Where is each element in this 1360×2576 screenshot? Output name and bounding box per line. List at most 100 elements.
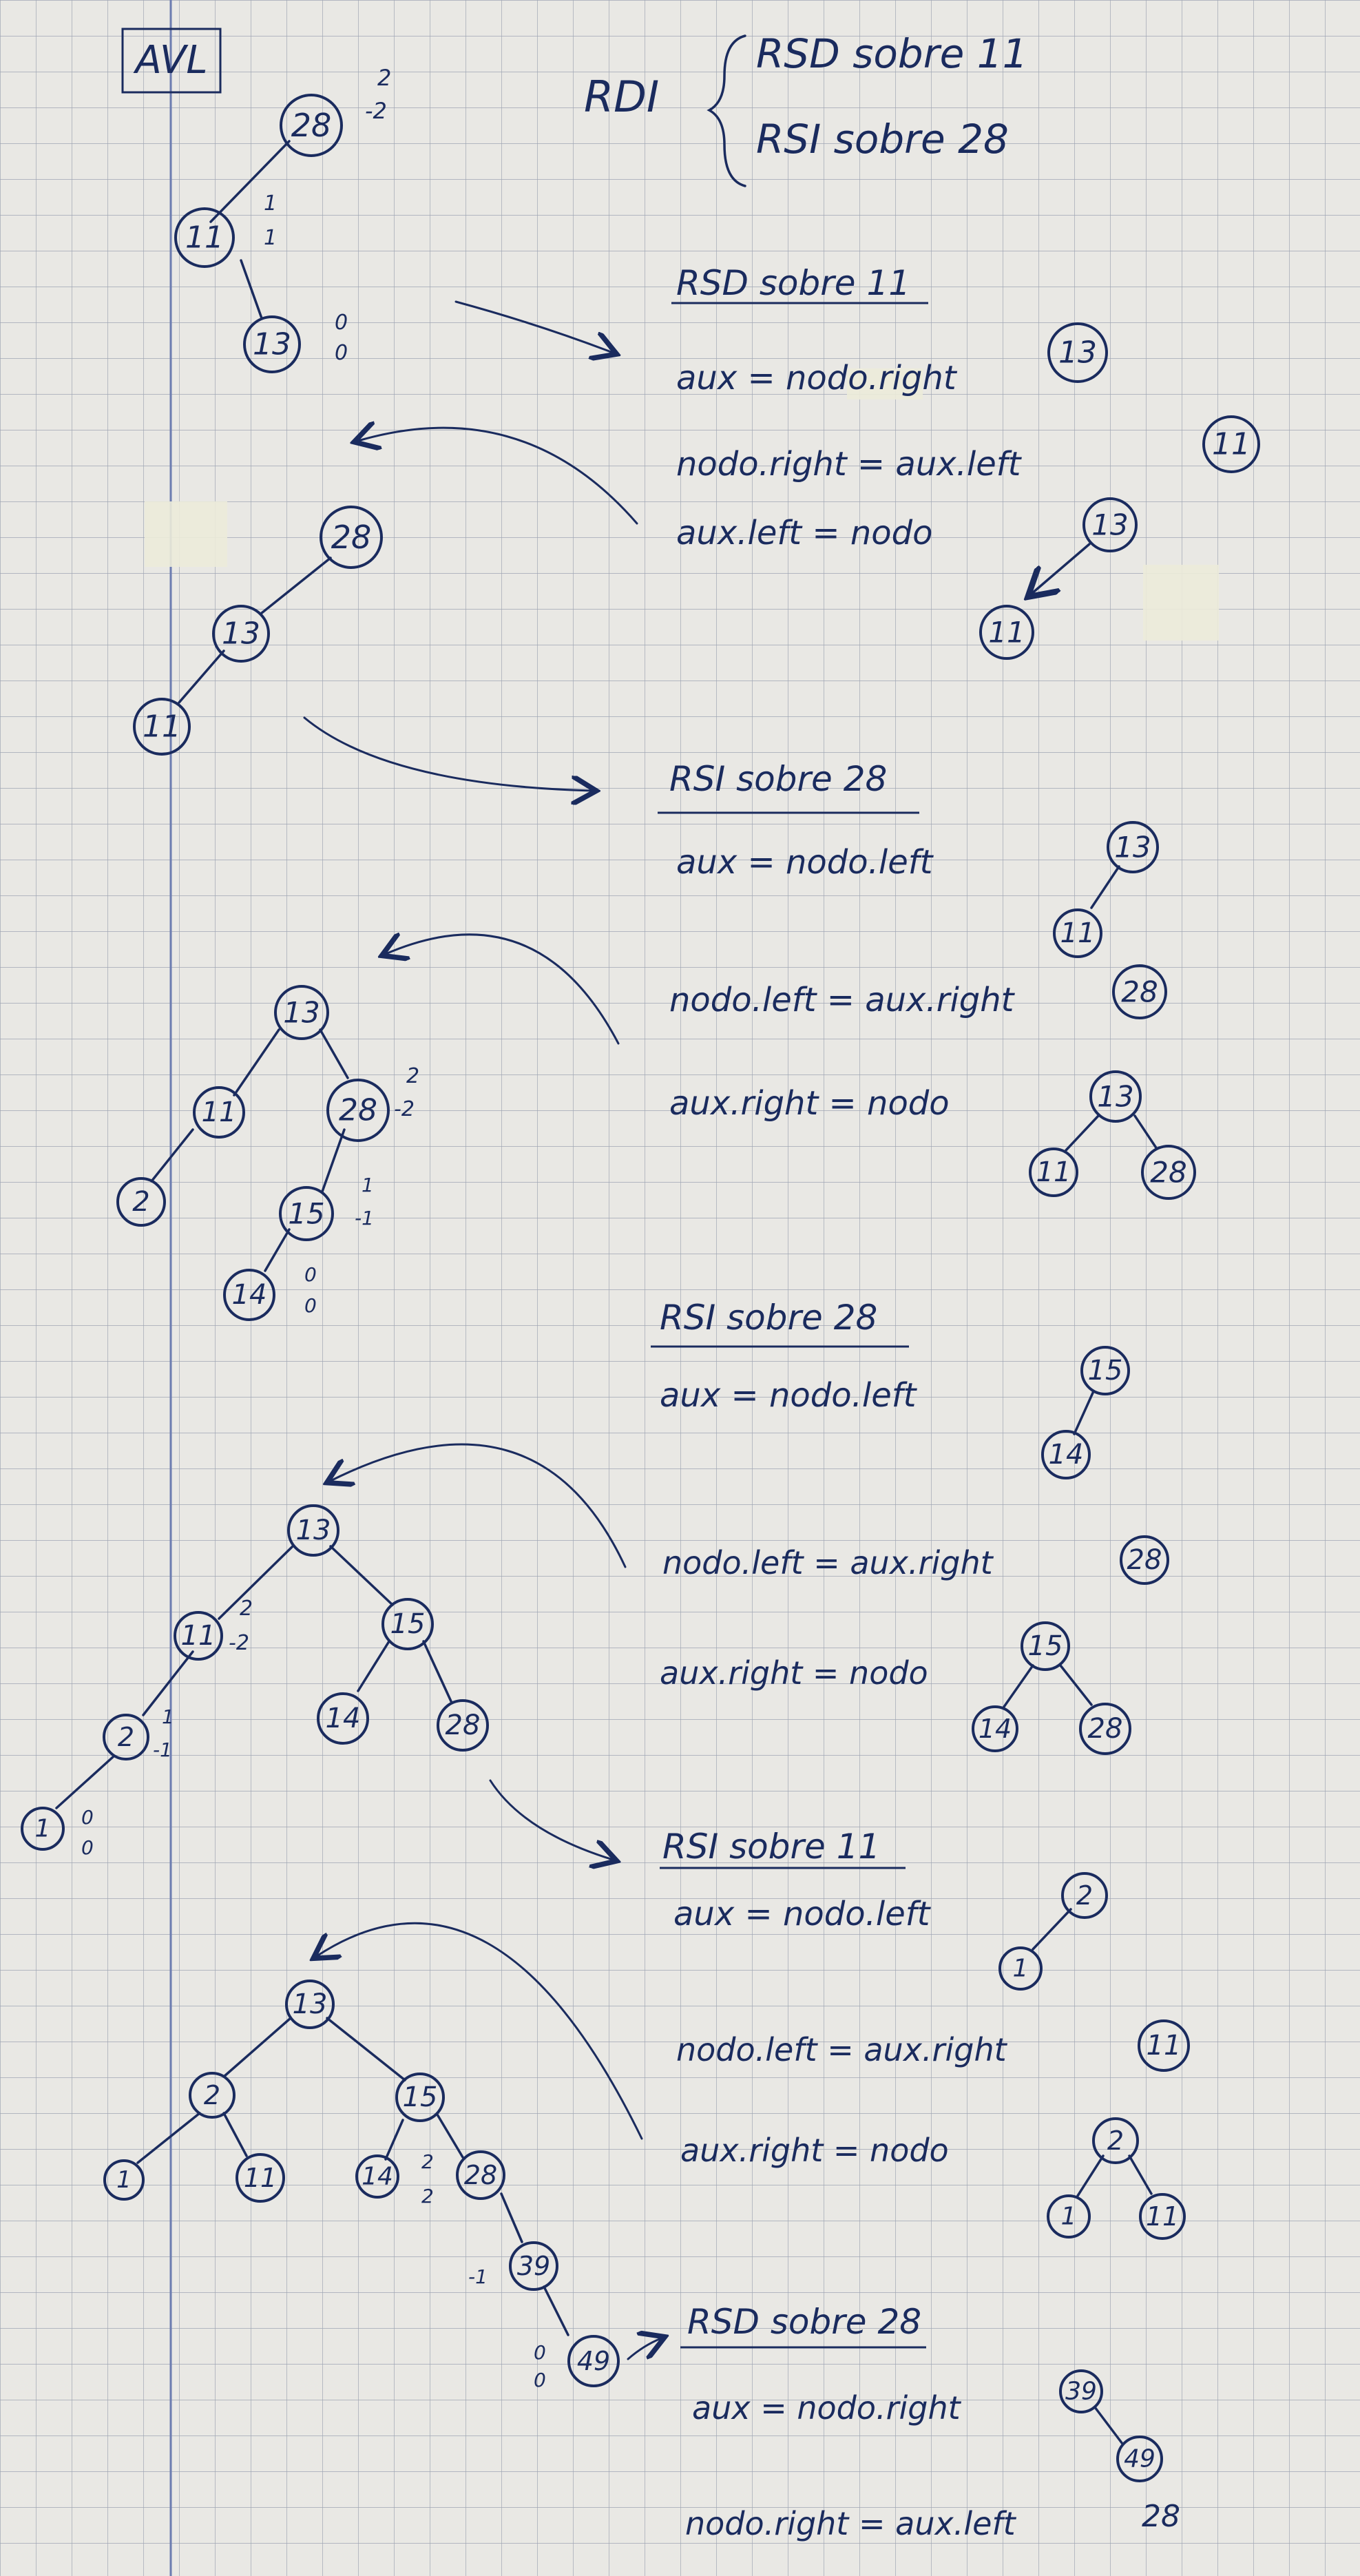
tree-node: 15 xyxy=(279,1186,334,1241)
svg-text:14: 14 xyxy=(362,2163,393,2191)
svg-text:11: 11 xyxy=(202,1097,237,1128)
tree-node: 14 xyxy=(1041,1430,1091,1479)
tree-node: 39 xyxy=(509,2241,558,2291)
tree-node: 1 xyxy=(21,1807,65,1851)
tree-node: 11 xyxy=(193,1086,245,1139)
brace xyxy=(707,34,746,187)
tree-node: 11 xyxy=(1053,908,1102,958)
svg-text:1: 1 xyxy=(116,2166,132,2194)
svg-text:11: 11 xyxy=(244,2163,277,2193)
tree-node: 2 xyxy=(1061,1872,1108,1919)
tree-5: 13 2 15 1 11 14 28 39 49 2 2 -1 0 0 xyxy=(103,1980,620,2391)
balance-factor: -1 xyxy=(153,1738,172,1761)
tape-patch xyxy=(847,368,923,399)
balance-factor: 0 xyxy=(335,341,348,365)
tree-node: 28 xyxy=(1112,964,1167,1019)
svg-text:15: 15 xyxy=(403,2081,438,2113)
svg-text:2: 2 xyxy=(118,1722,134,1752)
svg-text:13: 13 xyxy=(1058,335,1097,371)
balance-factor: 0 xyxy=(335,311,348,335)
tree-node: 28 xyxy=(456,2150,505,2200)
tree-node: 15 xyxy=(395,2073,445,2122)
balance-factor: 0 xyxy=(534,2341,546,2364)
code-line: aux.right = nodo xyxy=(680,2132,949,2169)
balance-factor: -2 xyxy=(365,98,387,124)
tree-node: 13 xyxy=(212,605,270,663)
tree-node: 1 xyxy=(1047,2194,1091,2239)
tree-node: 11 xyxy=(174,1611,223,1661)
tree-node: 11 xyxy=(1138,2019,1190,2072)
tree-node: 49 xyxy=(567,2335,620,2387)
rdi-line-1: RSD sobre 11 xyxy=(756,30,1028,77)
tree-node: 2 xyxy=(1092,2117,1139,2164)
svg-text:28: 28 xyxy=(331,519,372,556)
tree-node: 11 xyxy=(1202,415,1260,473)
tree-node: 13 xyxy=(1107,821,1159,873)
svg-text:15: 15 xyxy=(390,1608,426,1640)
tree-node: 13 xyxy=(1047,322,1108,383)
section-heading: RSD sobre 11 xyxy=(676,263,910,303)
tree-node: 1 xyxy=(998,1946,1043,1991)
tree-node: 13 xyxy=(1082,497,1138,552)
tree-node: 2 xyxy=(116,1177,166,1227)
svg-text:13: 13 xyxy=(222,616,260,652)
rdi-line-2: RSI sobre 28 xyxy=(756,116,1009,163)
section-1: RSD sobre 11 aux = nodo.right nodo.right… xyxy=(671,263,1260,660)
balance-factor: 1 xyxy=(264,226,277,250)
svg-text:13: 13 xyxy=(296,1515,331,1546)
svg-text:13: 13 xyxy=(253,327,291,362)
tree-node: 15 xyxy=(1080,1346,1130,1395)
svg-text:14: 14 xyxy=(326,1703,361,1734)
code-line: aux.left = nodo xyxy=(676,514,932,552)
svg-text:49: 49 xyxy=(577,2346,610,2376)
arrow xyxy=(303,716,592,791)
svg-text:13: 13 xyxy=(293,1988,328,2020)
tree-node: 39 xyxy=(1059,2369,1103,2413)
arrow xyxy=(317,1922,643,2140)
svg-text:11: 11 xyxy=(988,616,1025,650)
tree-1: 28 11 13 2 -2 1 1 0 0 xyxy=(174,65,391,373)
svg-text:11: 11 xyxy=(1036,1156,1071,1188)
svg-text:11: 11 xyxy=(143,709,181,745)
section-4: RSI sobre 11 aux = nodo.left nodo.left =… xyxy=(660,1827,1190,2240)
rdi-label: RDI xyxy=(584,72,659,122)
tree-node: 28 xyxy=(1141,1145,1196,1200)
arrow xyxy=(331,1443,627,1568)
balance-factor: 2 xyxy=(421,2150,434,2173)
tape-patch xyxy=(1143,565,1219,641)
code-line: nodo.left = aux.right xyxy=(676,2031,1008,2068)
balance-factor: 0 xyxy=(81,1806,94,1829)
svg-text:11: 11 xyxy=(185,220,224,256)
code-line: nodo.left = aux.right xyxy=(669,981,1016,1019)
title-box: AVL xyxy=(121,28,222,94)
tree-node: 2 xyxy=(103,1714,149,1760)
balance-factor: -2 xyxy=(229,1631,249,1655)
section-heading: RSI sobre 28 xyxy=(660,1298,877,1338)
tree-node: 28 xyxy=(1079,1703,1131,1755)
balance-factor: 0 xyxy=(304,1263,317,1286)
arrow xyxy=(386,935,620,1045)
balance-factor: -1 xyxy=(355,1207,374,1229)
loose-note: 28 xyxy=(1142,2499,1180,2534)
code-line: aux.right = nodo xyxy=(669,1084,950,1123)
tree-node: 49 xyxy=(1116,2435,1163,2482)
svg-text:11: 11 xyxy=(1212,427,1251,462)
tree-node: 2 xyxy=(189,2072,236,2119)
balance-factor: -1 xyxy=(468,2265,488,2288)
balance-factor: -2 xyxy=(394,1097,415,1121)
tree-node: 13 xyxy=(285,1980,335,2029)
tree-4: 13 11 15 2 14 28 1 2 -2 1 -1 0 0 xyxy=(21,1504,489,1859)
tree-3: 13 11 28 2 15 14 2 -2 1 -1 0 0 xyxy=(116,985,419,1321)
tree-node: 1 xyxy=(103,2159,145,2201)
svg-text:13: 13 xyxy=(1091,508,1128,542)
svg-text:39: 39 xyxy=(517,2251,550,2281)
svg-text:15: 15 xyxy=(288,1197,324,1231)
code-line: nodo.left = aux.right xyxy=(662,1544,994,1581)
tree-node: 14 xyxy=(972,1705,1018,1752)
svg-text:28: 28 xyxy=(446,1710,481,1741)
section-5: RSD sobre 28 aux = nodo.right nodo.right… xyxy=(680,2302,1180,2542)
svg-text:28: 28 xyxy=(1121,975,1158,1009)
tree-node: 13 xyxy=(287,1504,339,1557)
tree-node: 28 xyxy=(1120,1535,1169,1585)
svg-text:14: 14 xyxy=(1049,1439,1084,1471)
